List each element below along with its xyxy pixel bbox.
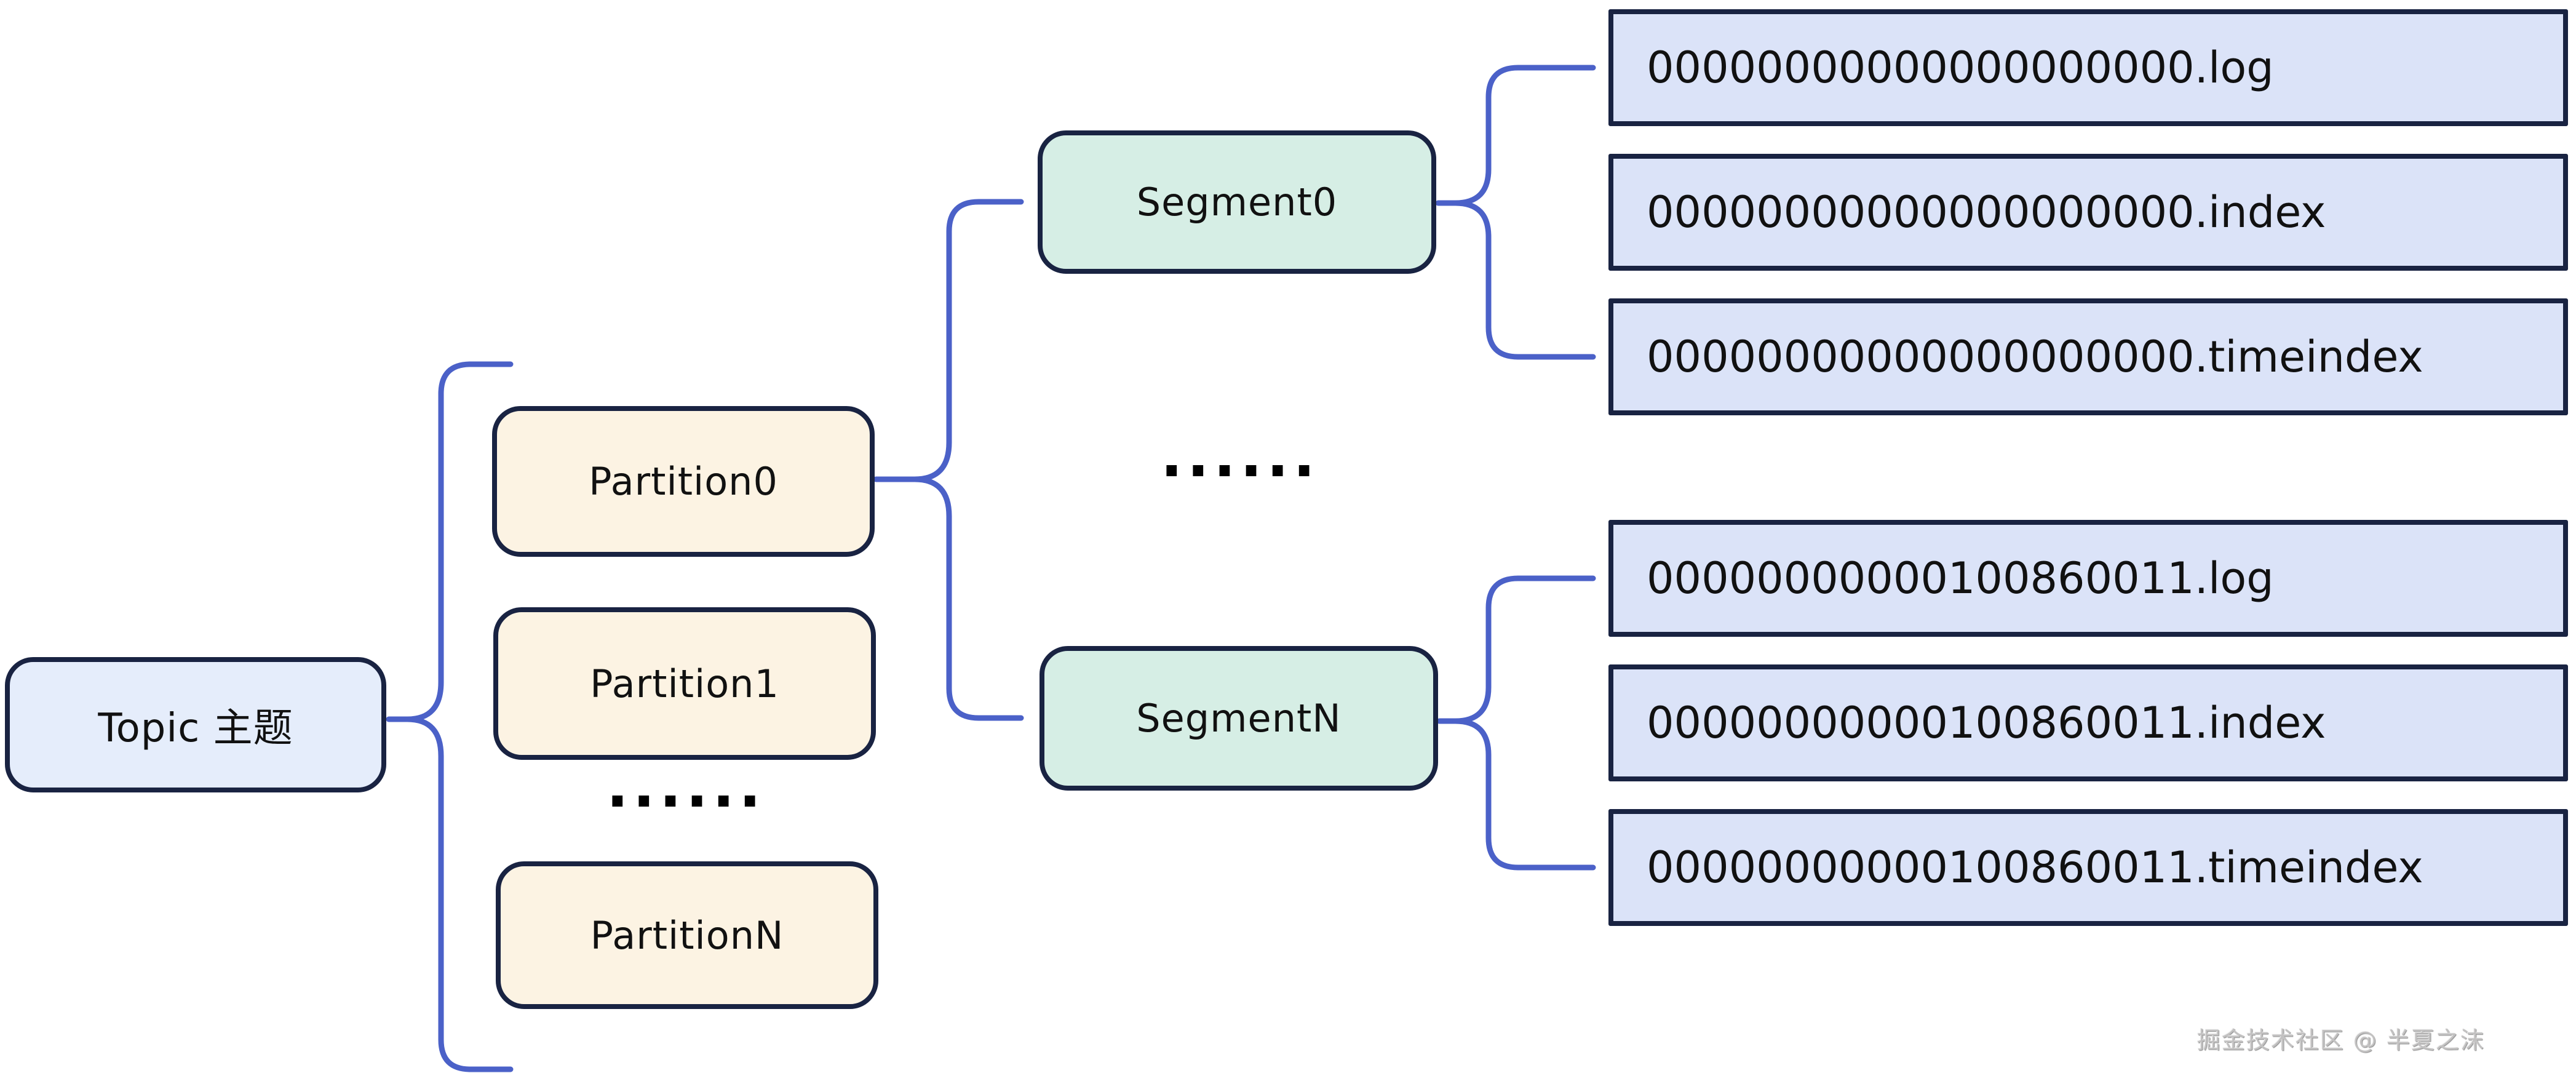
watermark: 掘金技术社区 @ 半夏之沫 <box>2196 1027 2485 1054</box>
partition1-label: Partition1 <box>590 661 779 706</box>
file-label: 00000000000000000000.timeindex <box>1647 332 2423 382</box>
brace-partition0-to-segments <box>912 199 1024 721</box>
partition0-label: Partition0 <box>589 459 778 504</box>
file-label: 00000000000000000000.index <box>1647 187 2326 237</box>
partitionN-node: PartitionN <box>496 861 878 1009</box>
file-label: 00000000000100860011.timeindex <box>1647 842 2423 893</box>
segment0-label: Segment0 <box>1136 180 1338 225</box>
file-segment0-log: 00000000000000000000.log <box>1608 9 2568 126</box>
partition0-node: Partition0 <box>492 406 875 557</box>
segment-ellipsis-dots: ...... <box>1160 423 1320 490</box>
file-label: 00000000000100860011.log <box>1647 553 2274 604</box>
partition-ellipsis-dots: ...... <box>606 753 766 821</box>
segmentN-node: SegmentN <box>1040 646 1438 791</box>
topic-node: Topic 主题 <box>5 657 386 792</box>
partition1-node: Partition1 <box>493 607 876 760</box>
file-segmentN-log: 00000000000100860011.log <box>1608 520 2568 637</box>
file-segmentN-index: 00000000000100860011.index <box>1608 664 2568 781</box>
brace-segmentN-to-files <box>1452 575 1596 871</box>
segment0-node: Segment0 <box>1038 130 1436 274</box>
file-segmentN-timeindex: 00000000000100860011.timeindex <box>1608 809 2568 926</box>
file-label: 00000000000000000000.log <box>1647 42 2274 93</box>
brace-topic-to-partitions <box>404 361 514 1072</box>
file-segment0-timeindex: 00000000000000000000.timeindex <box>1608 298 2568 415</box>
brace-segment0-to-files <box>1452 65 1596 360</box>
file-segment0-index: 00000000000000000000.index <box>1608 154 2568 271</box>
brace-group <box>386 65 1596 1072</box>
partition-ellipsis: ...... <box>594 753 778 844</box>
topic-label: Topic 主题 <box>98 706 293 751</box>
partitionN-label: PartitionN <box>590 912 784 958</box>
segment-ellipsis: ...... <box>1148 423 1332 514</box>
file-label: 00000000000100860011.index <box>1647 698 2326 748</box>
segmentN-label: SegmentN <box>1136 696 1342 741</box>
